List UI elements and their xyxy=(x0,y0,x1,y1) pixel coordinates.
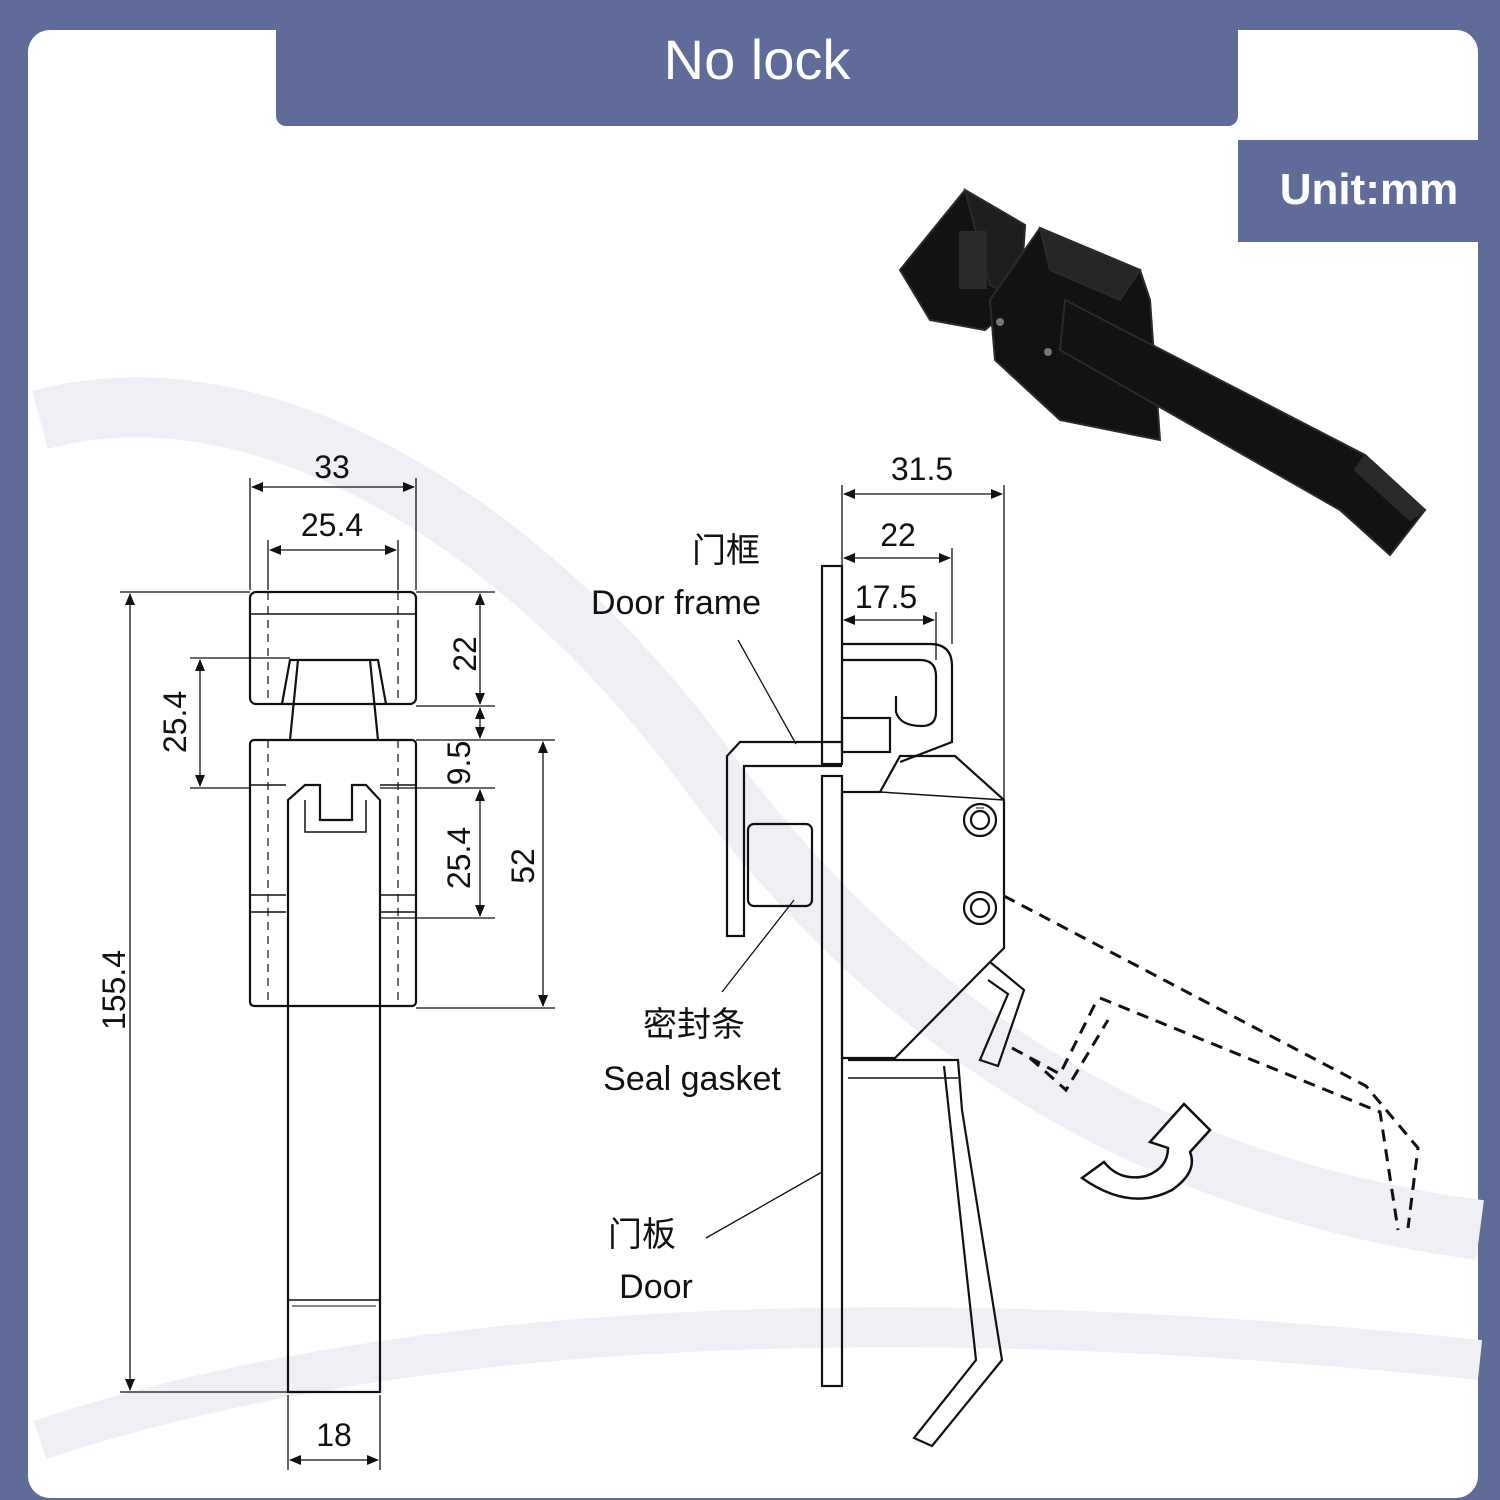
unit-badge: Unit:mm xyxy=(1238,140,1500,242)
front-view xyxy=(248,590,418,1394)
dim-width-total: 33 xyxy=(314,449,350,485)
title-banner: No lock xyxy=(276,0,1238,126)
seal-gasket-label-en: Seal gasket xyxy=(603,1060,781,1098)
dim-base-height: 52 xyxy=(505,848,541,884)
seal-gasket-label-cn: 密封条 xyxy=(643,1005,745,1045)
latch-product-image xyxy=(898,187,1427,557)
dim-hole-spacing: 25.4 xyxy=(441,827,477,889)
dim-width-a: 31.5 xyxy=(891,451,953,487)
dim-width-inner: 25.4 xyxy=(301,507,363,543)
side-view-callouts: 门框 Door frame 密封条 Seal gasket 门板 Door xyxy=(591,531,781,1306)
door-frame-label-cn: 门框 xyxy=(692,531,760,571)
side-view xyxy=(725,564,1026,1448)
front-view-dimension-labels: 33 25.4 155.4 25.4 22 9.5 25.4 52 18 xyxy=(96,449,541,1453)
door-frame-label-en: Door frame xyxy=(591,584,761,622)
diagram-card xyxy=(28,30,1478,1498)
front-view-dimensions xyxy=(120,478,555,1470)
dim-top-height: 22 xyxy=(447,636,483,672)
dim-total-height: 155.4 xyxy=(96,950,132,1030)
rotation-arrow-icon xyxy=(1079,1102,1212,1200)
dim-top-offset: 25.4 xyxy=(157,691,193,753)
dim-width-b: 22 xyxy=(880,517,916,553)
door-label-en: Door xyxy=(619,1268,693,1306)
dim-width-c: 17.5 xyxy=(855,579,917,615)
side-view-dimension-labels: 31.5 22 17.5 xyxy=(855,451,953,615)
dim-handle-width: 18 xyxy=(316,1417,352,1453)
door-label-cn: 门板 xyxy=(608,1215,676,1255)
dim-gap: 9.5 xyxy=(441,741,477,785)
handle-open-position xyxy=(1003,894,1420,1231)
side-view-dimensions xyxy=(705,485,1005,1239)
